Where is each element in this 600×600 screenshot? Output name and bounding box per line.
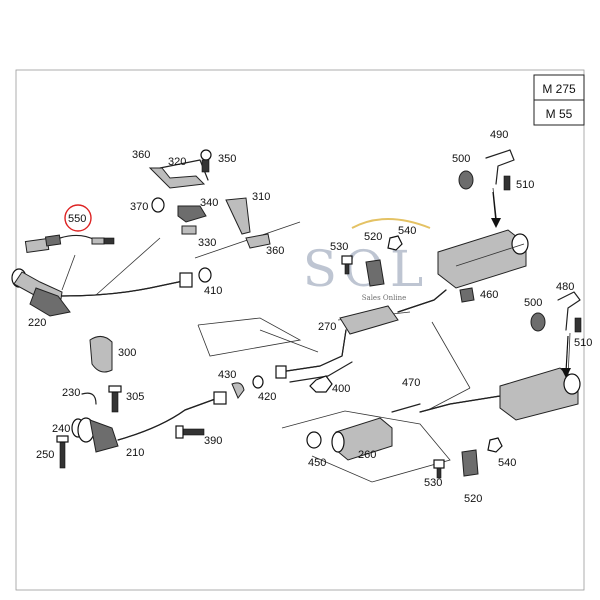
- part-410-clamp: [198, 267, 212, 283]
- part-220-front-pipe: [11, 268, 193, 317]
- label-305: 305: [126, 391, 144, 403]
- part-260-middle-silencer: [331, 417, 393, 461]
- part-510-bolt-lower: [574, 317, 582, 333]
- part-400-nut: [309, 375, 333, 393]
- label-300: 300: [118, 347, 136, 359]
- part-520-mount-upper: [365, 259, 385, 287]
- part-305-bolt: [108, 385, 122, 413]
- part-550-o2-sensor: [24, 234, 115, 254]
- frame-border: [15, 69, 585, 591]
- label-240: 240: [52, 423, 70, 435]
- bracket-cluster-upper: [148, 149, 271, 249]
- label-500-b: 500: [524, 297, 542, 309]
- label-230: 230: [62, 387, 80, 399]
- part-460-bracket: [459, 287, 475, 303]
- label-510-a: 510: [516, 179, 534, 191]
- label-420: 420: [258, 391, 276, 403]
- label-530-a: 530: [330, 241, 348, 253]
- direction-arrows: [491, 191, 571, 378]
- model-box: M 275 M 55: [533, 74, 585, 126]
- part-500-rubber-mount: [458, 170, 474, 190]
- part-530-bolt-lower: [433, 459, 445, 479]
- part-510-bolt: [503, 175, 511, 191]
- part-210-downpipe: [77, 391, 227, 453]
- part-490-bracket: [485, 149, 515, 185]
- part-530-bolt-upper: [341, 255, 353, 275]
- label-360-a: 360: [132, 149, 150, 161]
- label-370: 370: [130, 201, 148, 213]
- rear-muffler-lower: [419, 367, 581, 421]
- highlight-circle-550: [64, 204, 92, 232]
- label-530-b: 530: [424, 477, 442, 489]
- label-220: 220: [28, 317, 46, 329]
- label-520-b: 520: [464, 493, 482, 505]
- part-230-clip: [81, 392, 97, 405]
- label-210: 210: [126, 447, 144, 459]
- part-390-bolt: [175, 425, 205, 439]
- watermark-logo: SOL Sales Online: [303, 218, 431, 302]
- label-270: 270: [318, 321, 336, 333]
- label-350: 350: [218, 153, 236, 165]
- part-450-clamp: [306, 431, 322, 449]
- part-500-rubber-mount-lower: [530, 312, 546, 332]
- part-470-pipe: [391, 403, 421, 413]
- label-520-a: 520: [364, 231, 382, 243]
- label-490: 490: [490, 129, 508, 141]
- part-520-mount-lower: [461, 449, 479, 477]
- label-390: 390: [204, 435, 222, 447]
- part-labels: 550 220 360 320 350 370 340 310 330 360 …: [28, 129, 592, 505]
- label-500-a: 500: [452, 153, 470, 165]
- label-320: 320: [168, 156, 186, 168]
- watermark-logo-text: SOL: [303, 240, 429, 298]
- model-m55-label: M 55: [546, 107, 573, 121]
- label-470: 470: [402, 377, 420, 389]
- label-460: 460: [480, 289, 498, 301]
- part-540-nut-upper: [387, 235, 403, 251]
- part-300-heat-shield: [89, 336, 113, 373]
- label-540-b: 540: [498, 457, 516, 469]
- part-270-front-silencer: [275, 289, 447, 383]
- label-360-b: 360: [266, 245, 284, 257]
- part-480-bracket: [557, 291, 581, 331]
- label-310: 310: [252, 191, 270, 203]
- label-450: 450: [308, 457, 326, 469]
- label-410: 410: [204, 285, 222, 297]
- label-540-a: 540: [398, 225, 416, 237]
- label-510-b: 510: [574, 337, 592, 349]
- label-340: 340: [200, 197, 218, 209]
- label-430: 430: [218, 369, 236, 381]
- label-400: 400: [332, 383, 350, 395]
- rear-muffler-upper: [437, 229, 529, 289]
- watermark-tagline: Sales Online: [362, 294, 407, 302]
- part-430-hanger: [231, 382, 245, 399]
- model-m275-label: M 275: [542, 82, 576, 96]
- label-250: 250: [36, 449, 54, 461]
- part-540-nut-lower: [487, 437, 503, 453]
- part-420-clamp: [252, 375, 264, 389]
- label-330: 330: [198, 237, 216, 249]
- part-250-bolt: [56, 435, 69, 469]
- label-260: 260: [358, 449, 376, 461]
- label-480: 480: [556, 281, 574, 293]
- label-550: 550: [68, 213, 86, 225]
